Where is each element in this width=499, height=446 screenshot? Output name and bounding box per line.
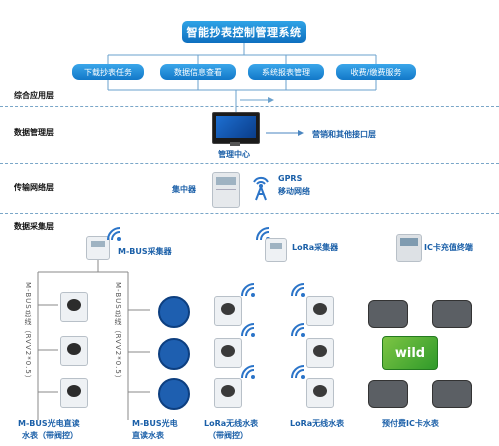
water-meter-icon <box>158 378 190 410</box>
mobile-network-label: 移动网络 <box>278 187 310 196</box>
water-meter-icon <box>306 296 334 326</box>
ic-card-meter-icon <box>368 380 408 408</box>
caption-lora-valve-line2: （带阀控） <box>208 431 248 440</box>
lora-collector-device-icon <box>265 238 287 262</box>
water-meter-icon <box>158 296 190 328</box>
water-meter-icon <box>214 338 242 368</box>
separator <box>0 213 499 214</box>
wireless-icon <box>107 227 121 241</box>
app-billing-service[interactable]: 收费/缴费服务 <box>336 64 416 80</box>
bus-label-right: M-BUS总线（RVV2*0.5） <box>114 282 122 383</box>
caption-lora-valve-line1: LoRa无线水表 <box>204 419 259 428</box>
caption-lora-line1: LoRa无线水表 <box>290 419 345 428</box>
app-data-view[interactable]: 数据信息查看 <box>160 64 236 80</box>
water-meter-icon <box>60 292 88 322</box>
layer-transport: 传输网络层 <box>14 183 54 192</box>
layer-data-mgmt: 数据管理层 <box>14 128 54 137</box>
caption-mbus-line1: M-BUS光电 <box>132 419 178 428</box>
wireless-icon <box>291 283 305 297</box>
app-download-task[interactable]: 下载抄表任务 <box>72 64 144 80</box>
water-meter-icon <box>214 378 242 408</box>
separator <box>0 163 499 164</box>
concentrator-label: 集中器 <box>172 185 196 194</box>
layer-acquisition: 数据采集层 <box>14 222 54 231</box>
wireless-icon <box>241 365 255 379</box>
bus-label-left: M-BUS总线（RVV2*0.5） <box>24 282 32 383</box>
ic-card-meter-icon <box>432 300 472 328</box>
separator <box>0 106 499 107</box>
mbus-collector-device-icon <box>86 236 110 260</box>
ic-card-meter-icon <box>432 380 472 408</box>
caption-mbus-line2: 直读水表 <box>132 431 164 440</box>
wireless-icon <box>291 365 305 379</box>
water-meter-icon <box>60 378 88 408</box>
marketing-interface-label: 营销和其他接口层 <box>312 130 376 139</box>
concentrator-device-icon <box>212 172 240 208</box>
ic-card-meter-icon <box>368 300 408 328</box>
caption-mbus-valve-line1: M-BUS光电直读 <box>18 419 80 428</box>
wireless-icon <box>241 283 255 297</box>
caption-mbus-valve-line2: 水表（带阀控） <box>22 431 78 440</box>
wireless-icon <box>241 323 255 337</box>
ic-card-icon: wild <box>382 336 438 370</box>
ic-terminal-device-icon <box>396 234 422 262</box>
caption-ic-line1: 预付费IC卡水表 <box>382 419 439 428</box>
gprs-tower-icon <box>253 176 269 201</box>
gprs-label: GPRS <box>278 174 303 183</box>
water-meter-icon <box>306 378 334 408</box>
wireless-icon <box>291 323 305 337</box>
mbus-collector-label: M-BUS采集器 <box>118 247 172 256</box>
ic-terminal-label: IC卡充值终端 <box>424 243 473 252</box>
mgmt-center-label: 管理中心 <box>218 150 250 159</box>
water-meter-icon <box>60 336 88 366</box>
monitor-icon <box>212 112 260 144</box>
monitor-stand <box>230 142 240 146</box>
layer-application: 综合应用层 <box>14 91 54 100</box>
water-meter-icon <box>158 338 190 370</box>
water-meter-icon <box>214 296 242 326</box>
water-meter-icon <box>306 338 334 368</box>
app-report-mgmt[interactable]: 系统报表管理 <box>248 64 324 80</box>
lora-collector-label: LoRa采集器 <box>292 243 339 252</box>
system-title: 智能抄表控制管理系统 <box>182 21 306 43</box>
